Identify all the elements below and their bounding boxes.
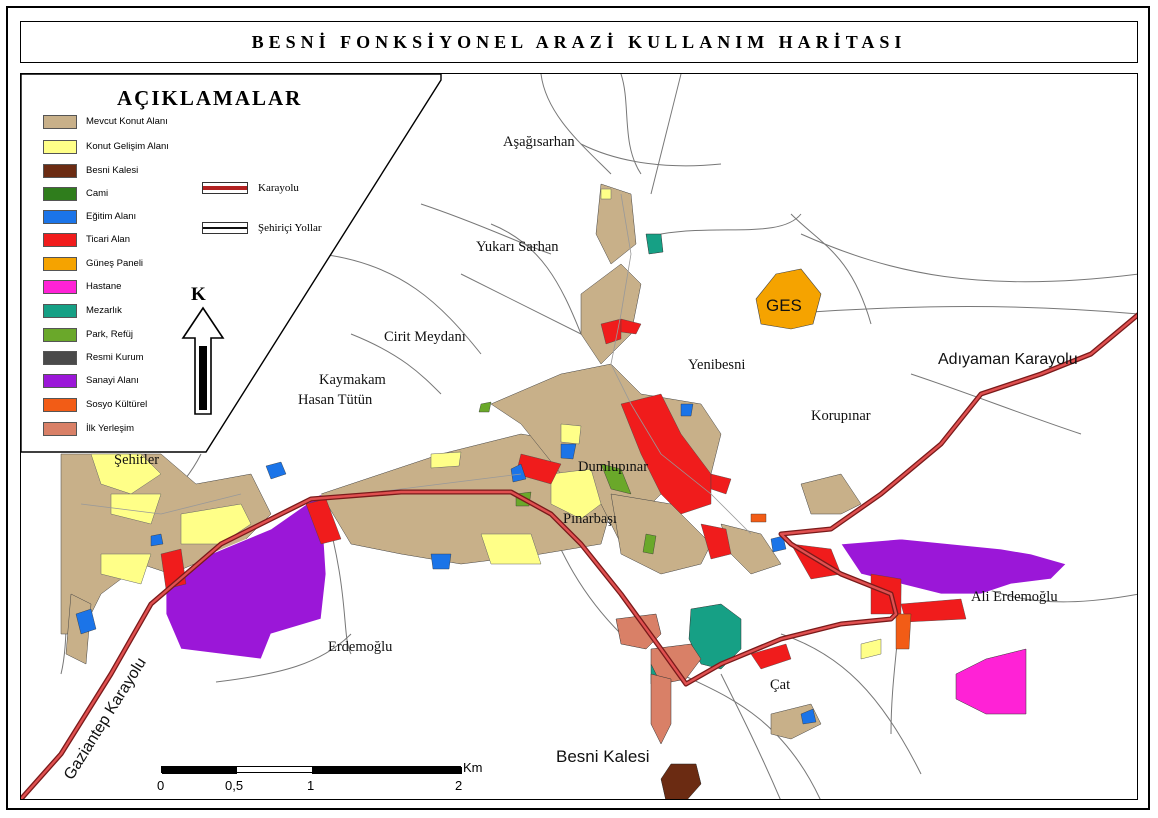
place-asagisarhan: Aşağısarhan xyxy=(503,134,575,150)
scale-unit: Km xyxy=(463,760,483,775)
map-frame xyxy=(6,6,1150,810)
place-kaymakam: Kaymakam xyxy=(319,372,386,388)
place-dumlupinar: Dumlupınar xyxy=(578,459,649,475)
swatch-socio-cultural xyxy=(43,397,77,412)
rural-roads xyxy=(60,74,1137,799)
legend-panel xyxy=(21,74,442,453)
place-yenibesni: Yenibesni xyxy=(688,357,746,373)
swatch-mosque xyxy=(43,186,77,201)
place-sehitler: Şehitler xyxy=(114,452,160,468)
highway xyxy=(21,312,1137,799)
place-cat: Çat xyxy=(770,677,791,693)
park-areas[interactable] xyxy=(478,401,657,555)
swatch-hospital xyxy=(43,279,77,294)
legend-item-solar: Güneş Paneli xyxy=(43,255,143,272)
swatch-initial-settlement xyxy=(43,421,77,436)
legend-item-residential: Mevcut Konut Alanı xyxy=(43,113,168,130)
scale-bar-track xyxy=(161,766,462,774)
socio-cultural[interactable] xyxy=(750,513,912,650)
hospital[interactable] xyxy=(955,648,1027,715)
legend-line-highway: Karayolu xyxy=(202,182,299,194)
map-title: BESNİ FONKSİYONEL ARAZİ KULLANIM HARİTAS… xyxy=(251,31,907,52)
scale-label-2: 2 xyxy=(455,778,463,793)
initial-settlement[interactable] xyxy=(615,613,702,745)
map-canvas[interactable] xyxy=(21,74,1138,800)
swatch-commercial xyxy=(43,232,77,247)
legend-item-industrial: Sanayi Alanı xyxy=(43,372,139,389)
swatch-urban-roads xyxy=(202,222,248,234)
swatch-cemetery xyxy=(43,303,77,318)
map-area[interactable]: AÇIKLAMALAR Mevcut Konut Alanı Konut Gel… xyxy=(20,73,1138,800)
swatch-park xyxy=(43,327,77,342)
legend-item-initial-settlement: İlk Yerleşim xyxy=(43,420,134,437)
place-besni-kalesi: Besni Kalesi xyxy=(556,747,650,766)
legend-item-castle: Besni Kalesi xyxy=(43,162,138,179)
place-ali-erdemoglu: Ali Erdemoğlu xyxy=(971,589,1058,605)
besni-castle-area[interactable] xyxy=(660,763,702,800)
north-label: K xyxy=(191,284,206,305)
swatch-education xyxy=(43,209,77,224)
swatch-housing-development xyxy=(43,139,77,154)
place-pinarbasi: Pınarbaşı xyxy=(563,511,617,527)
legend-item-education: Eğitim Alanı xyxy=(43,208,136,225)
legend-title: AÇIKLAMALAR xyxy=(117,86,303,110)
education-areas[interactable] xyxy=(75,403,817,725)
swatch-castle xyxy=(43,163,77,178)
place-yukari-sarhan: Yukarı Sarhan xyxy=(476,239,559,255)
place-adiyaman-karayolu: Adıyaman Karayolu xyxy=(938,351,1078,368)
north-arrow: K xyxy=(181,284,225,415)
place-cirit-meydani: Cirit Meydanı xyxy=(384,329,466,345)
place-hasan-tutun: Hasan Tütün xyxy=(298,392,373,408)
scale-label-0-5: 0,5 xyxy=(225,778,244,793)
title-box: BESNİ FONKSİYONEL ARAZİ KULLANIM HARİTAS… xyxy=(20,21,1138,63)
swatch-official xyxy=(43,350,77,365)
swatch-residential xyxy=(43,114,77,129)
place-korupinar: Korupınar xyxy=(811,408,871,424)
legend-item-housing-development: Konut Gelişim Alanı xyxy=(43,138,169,155)
place-erdemoglu: Erdemoğlu xyxy=(328,639,393,655)
place-ges: GES xyxy=(766,296,802,315)
legend-item-commercial: Ticari Alan xyxy=(43,231,130,248)
scale-label-1: 1 xyxy=(307,778,315,793)
legend-item-cemetery: Mezarlık xyxy=(43,302,122,319)
legend: AÇIKLAMALAR Mevcut Konut Alanı Konut Gel… xyxy=(21,74,441,454)
legend-line-urban-roads: Şehiriçi Yollar xyxy=(202,222,322,234)
swatch-highway xyxy=(202,182,248,194)
legend-item-socio-cultural: Sosyo Kültürel xyxy=(43,396,147,413)
legend-item-official: Resmi Kurum xyxy=(43,349,144,366)
legend-item-mosque: Cami xyxy=(43,185,108,202)
housing-development[interactable] xyxy=(90,188,882,660)
legend-item-hospital: Hastane xyxy=(43,278,121,295)
swatch-solar xyxy=(43,256,77,271)
scale-label-0: 0 xyxy=(157,778,165,793)
solar-plant[interactable] xyxy=(755,268,822,330)
swatch-industrial xyxy=(43,373,77,388)
north-arrow-icon xyxy=(181,306,225,415)
legend-item-park: Park, Refüj xyxy=(43,326,133,343)
